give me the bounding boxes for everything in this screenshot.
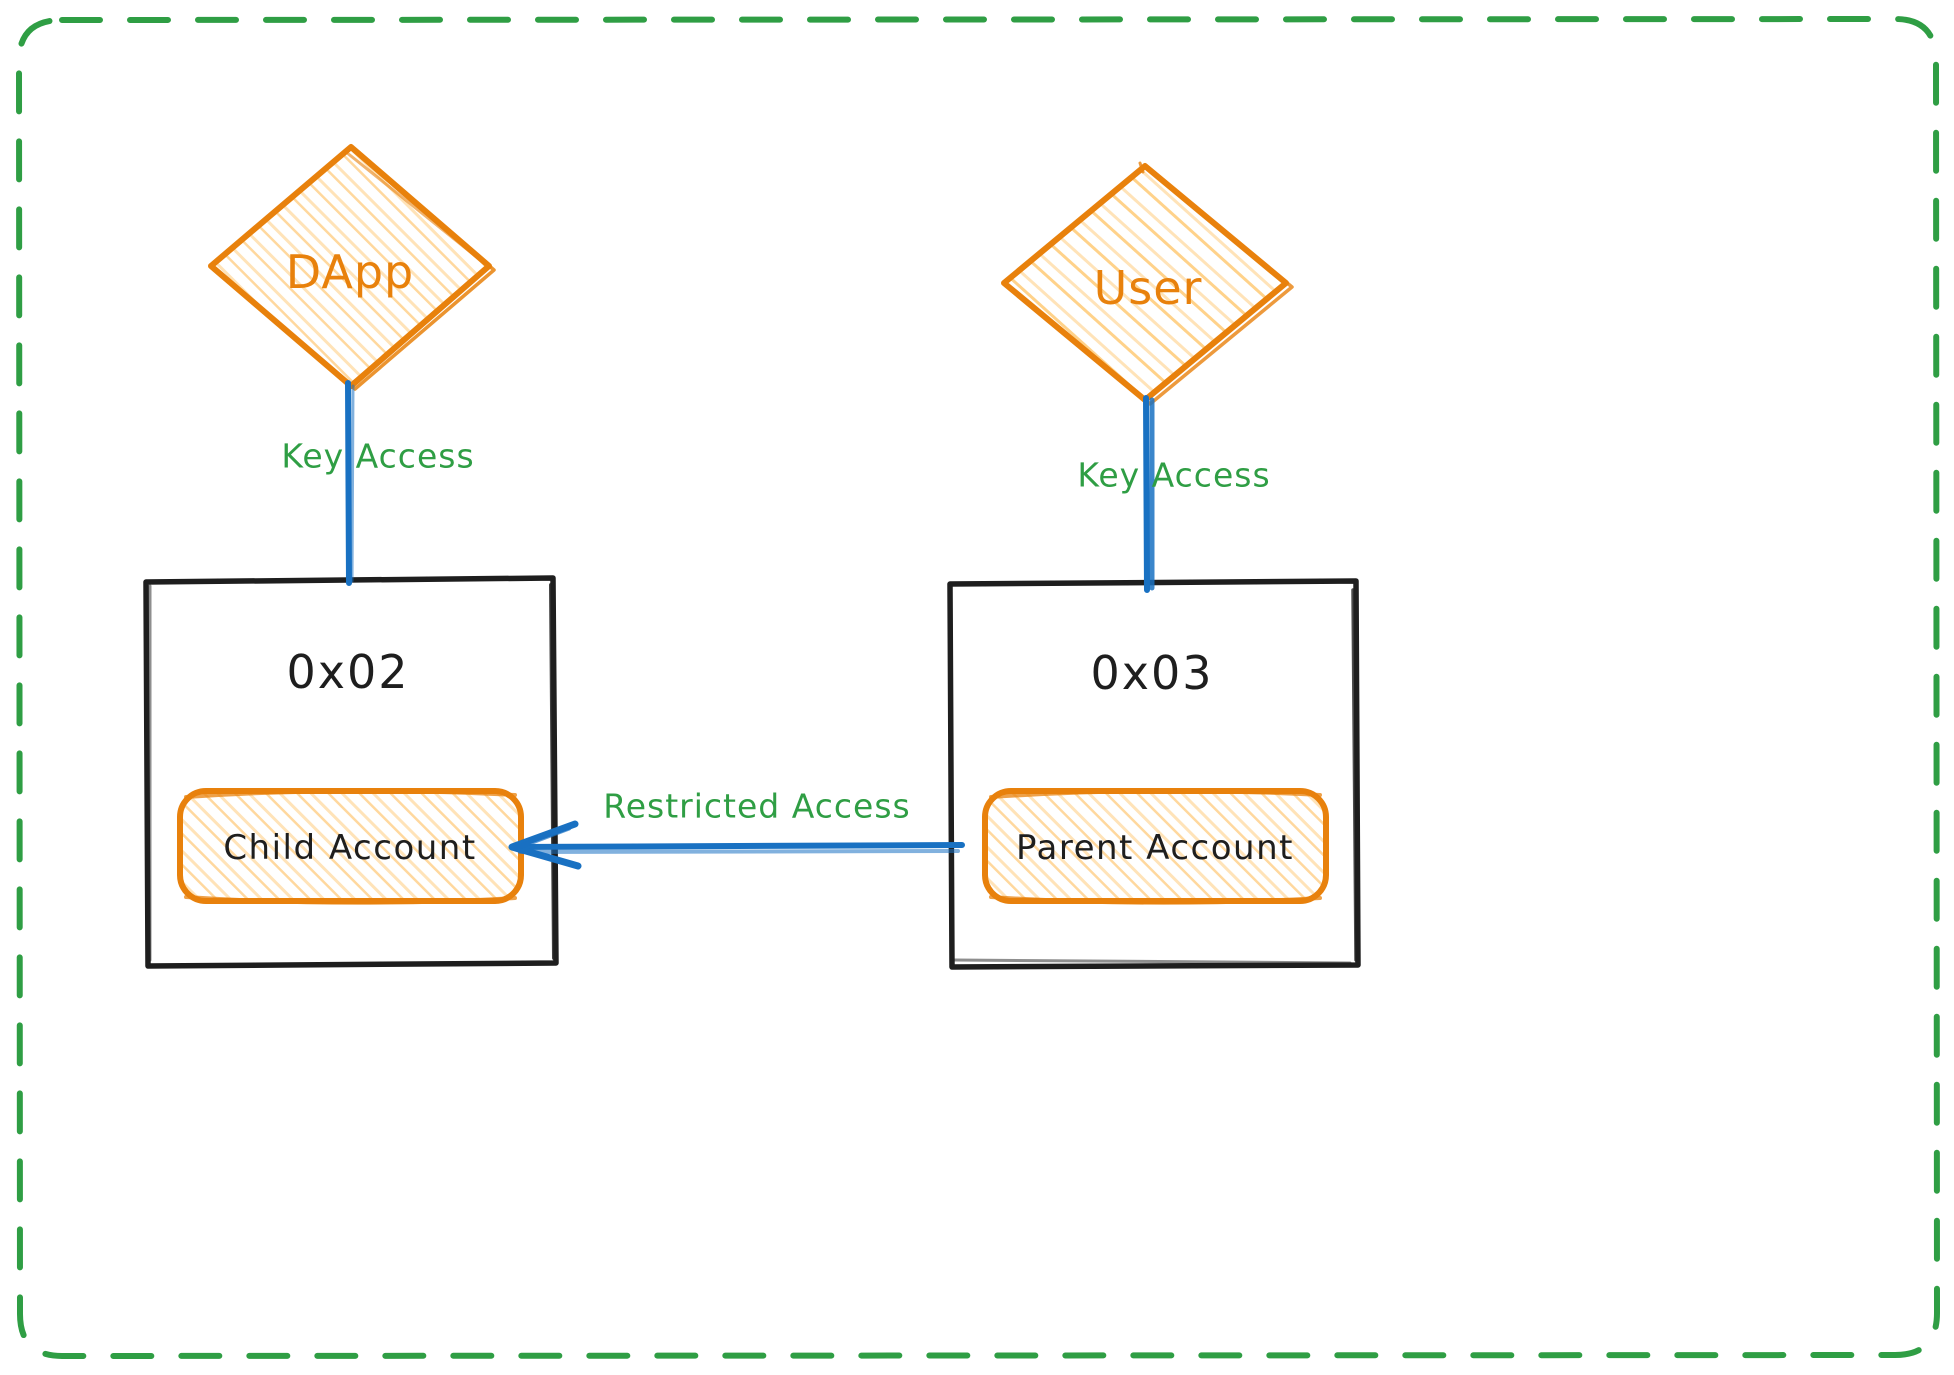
- node-user[interactable]: [1001, 161, 1294, 406]
- child-account-shape[interactable]: [177, 788, 524, 905]
- edge-user-to-parent[interactable]: [1143, 395, 1155, 593]
- outer-dashed-boundary: [15, 15, 1941, 1360]
- parent-account-shape[interactable]: [982, 788, 1329, 905]
- node-dapp[interactable]: [208, 144, 496, 391]
- account-box-0x03[interactable]: [947, 578, 1361, 970]
- edge-dapp-to-child[interactable]: [345, 380, 355, 586]
- account-box-0x02[interactable]: [143, 575, 559, 969]
- edge-parent-to-child[interactable]: [508, 820, 965, 870]
